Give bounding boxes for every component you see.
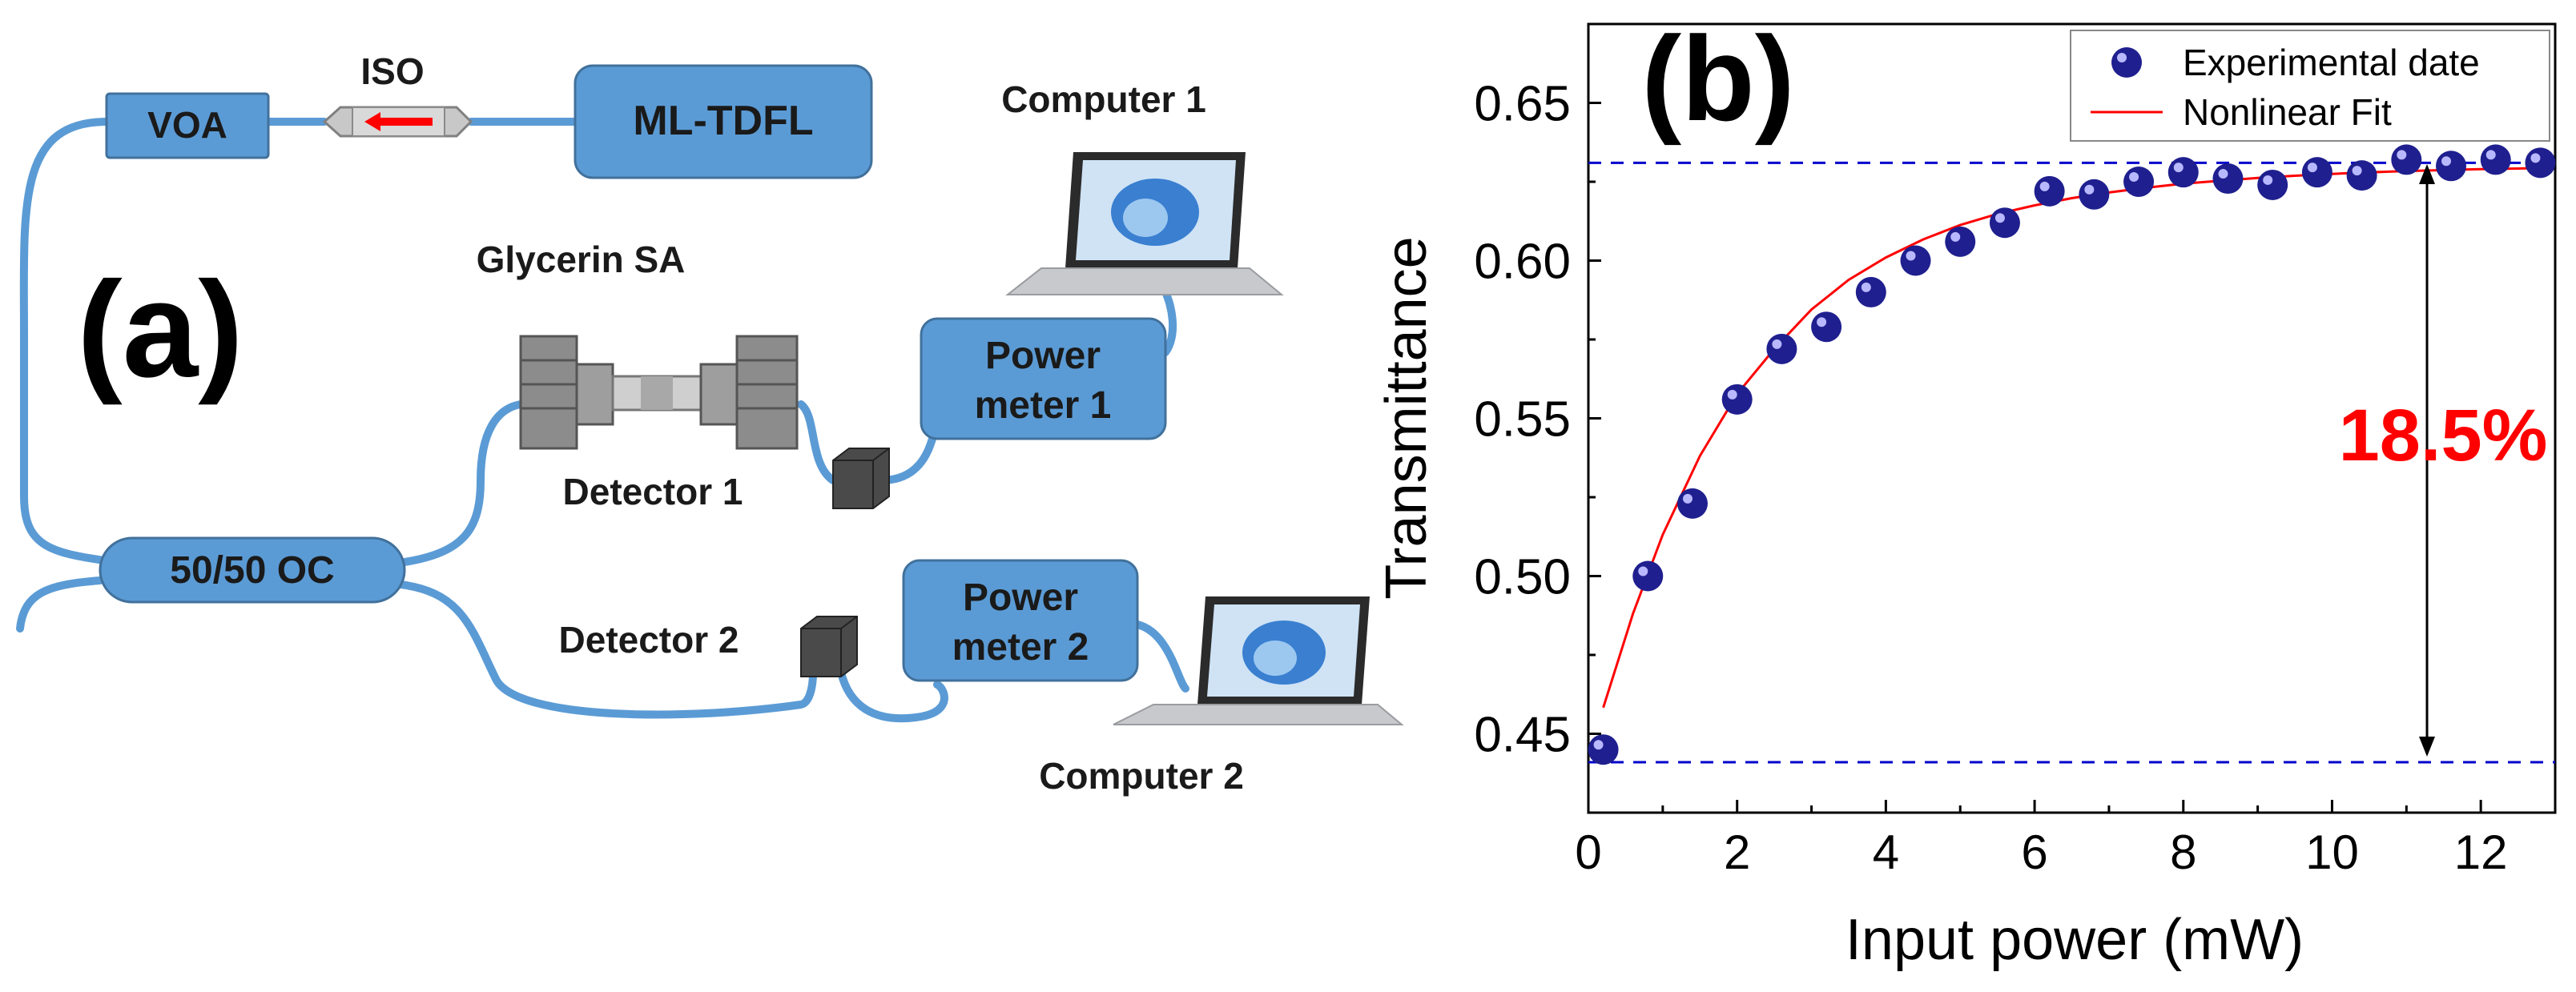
data-point	[2212, 163, 2244, 195]
ticks-layer: 0 2 4 6 8 10 12 0.45 0.50 0.55 0.60 0.65	[1474, 77, 2507, 880]
data-point	[1945, 226, 1976, 257]
computer1-laptop-icon	[1005, 152, 1284, 295]
power-meter1-box: Power meter 1	[920, 317, 1167, 440]
data-point	[1721, 384, 1753, 415]
data-point	[2123, 167, 2155, 197]
computer1-label: Computer 1	[1001, 78, 1206, 120]
fit-layer	[1602, 167, 2548, 709]
power-meter2-box: Power meter 2	[902, 559, 1139, 682]
data-point	[2391, 144, 2422, 175]
fiber-sa-to-detector1	[797, 400, 837, 484]
data-point	[2167, 157, 2199, 188]
y-axis-label: Transmittance	[1375, 236, 1439, 599]
iso-label: ISO	[360, 50, 424, 92]
data-point	[2525, 147, 2556, 179]
laser-box: ML-TDFL	[574, 64, 873, 179]
legend-marker-experimental	[2111, 47, 2142, 78]
data-point	[2257, 169, 2288, 200]
y-tick-label: 0.60	[1474, 235, 1571, 290]
data-point	[1632, 560, 1664, 592]
data-point	[2079, 179, 2110, 210]
setup-diagram: VOA ISO ML-TDFL Computer 1 Glycerin SA	[16, 50, 1404, 797]
data-point	[2346, 160, 2377, 191]
x-tick-label: 10	[2305, 825, 2359, 879]
data-point	[2480, 144, 2511, 175]
isolator: ISO	[322, 50, 473, 138]
points-layer	[1588, 144, 2556, 765]
power-meter1-line2: meter 1	[975, 384, 1112, 427]
data-point	[2034, 175, 2065, 207]
fiber-paths	[16, 118, 1189, 723]
data-point	[2436, 151, 2467, 182]
legend-entry-fit: Nonlinear Fit	[2183, 91, 2392, 133]
detector2-icon	[800, 616, 858, 677]
voa-box: VOA	[105, 92, 270, 159]
coupler-box: 50/50 OC	[99, 536, 406, 604]
x-axis-label: Input power (mW)	[1845, 908, 2304, 972]
coupler-label: 50/50 OC	[170, 549, 334, 592]
power-meter2-line1: Power	[963, 576, 1078, 619]
y-tick-label: 0.65	[1474, 77, 1571, 132]
detector2-label: Detector 2	[559, 619, 739, 661]
fit-curve	[1602, 167, 2548, 709]
range-arrow	[2419, 164, 2435, 757]
fiber-voa-loop-to-coupler	[19, 118, 111, 564]
x-tick-label: 0	[1575, 825, 1601, 879]
data-point	[1766, 333, 1797, 364]
x-tick-label: 4	[1873, 825, 1899, 879]
x-tick-label: 8	[2170, 825, 2196, 879]
data-point	[1588, 734, 1619, 765]
fiber-detector2-to-pm2	[837, 669, 948, 723]
power-meter2-line2: meter 2	[952, 626, 1089, 669]
data-point	[1989, 207, 2020, 239]
data-point	[1811, 311, 1842, 343]
y-tick-label: 0.50	[1474, 550, 1571, 605]
computer2-label: Computer 2	[1039, 755, 1244, 797]
y-tick-label: 0.45	[1474, 708, 1571, 763]
fiber-pm2-to-computer2	[1133, 621, 1189, 693]
x-tick-label: 2	[1724, 825, 1750, 879]
voa-label: VOA	[147, 104, 227, 146]
panel-b-label: (b)	[1641, 11, 1795, 146]
y-tick-label: 0.55	[1474, 392, 1571, 448]
computer2-laptop-icon	[1113, 596, 1404, 725]
fiber-coupler-left-out	[16, 576, 104, 633]
data-point	[2301, 157, 2332, 188]
guide-lines	[1588, 161, 2555, 764]
power-meter1-line1: Power	[985, 335, 1101, 377]
data-point	[1676, 488, 1708, 519]
sa-fiber-connector-icon	[519, 335, 799, 450]
arrow-up-icon	[2419, 164, 2435, 184]
arrow-down-icon	[2419, 737, 2435, 757]
fiber-detector1-to-pm1	[877, 432, 937, 484]
panel-a-label: (a)	[77, 254, 244, 406]
detector1-icon	[832, 448, 890, 509]
annotation-percent: 18.5%	[2339, 395, 2548, 476]
legend: Experimental date Nonlinear Fit	[2070, 30, 2550, 142]
detector1-label: Detector 1	[563, 471, 743, 512]
legend-entry-experimental: Experimental date	[2183, 42, 2480, 83]
fiber-coupler-to-detector2	[396, 580, 817, 719]
data-point	[1900, 245, 1931, 276]
iso-direction-arrow-icon	[364, 112, 433, 131]
x-tick-label: 6	[2021, 825, 2047, 879]
sa-label: Glycerin SA	[477, 239, 686, 280]
fiber-coupler-to-sa	[400, 400, 525, 566]
laser-label: ML-TDFL	[633, 98, 813, 144]
x-tick-label: 12	[2454, 825, 2508, 879]
data-point	[1855, 276, 1886, 307]
